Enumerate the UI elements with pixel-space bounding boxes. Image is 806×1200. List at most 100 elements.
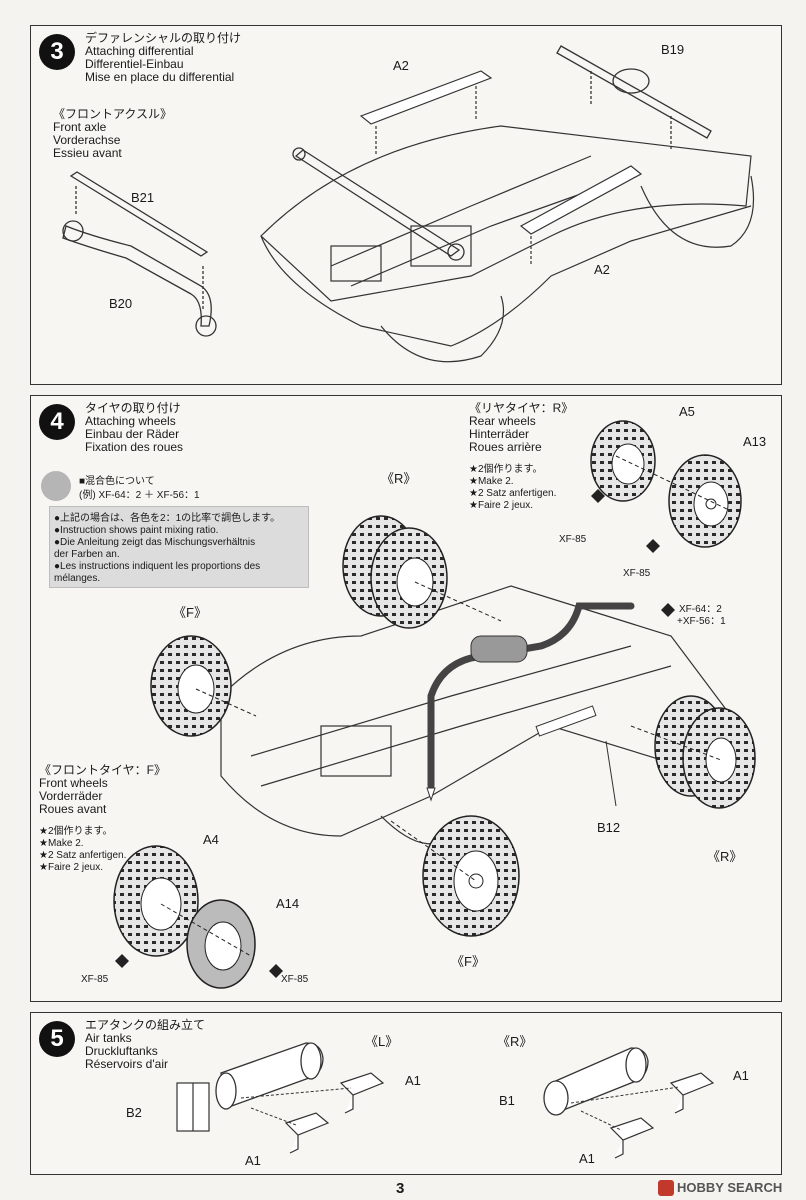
label-r-top: 《R》 [381, 471, 417, 486]
chassis-drawing [220, 585, 732, 845]
subtitle-jp: 《フロントアクスル》 [53, 107, 173, 121]
label-b20: B20 [109, 296, 133, 311]
left-air-tank [215, 1042, 324, 1110]
rear-wheel-a13 [668, 454, 742, 548]
label-a1-left-2: A1 [245, 1153, 261, 1168]
label-a13: A13 [743, 434, 767, 449]
label-xf56: +XF-56：1 [677, 616, 726, 627]
label-b2: B2 [126, 1105, 142, 1120]
note-line-1: ●上記の場合は、各色を2：1の比率で調色します。 [54, 513, 281, 524]
front-wheels-title: 《フロントタイヤ：F》 Front wheels Vorderräder Rou… [39, 764, 166, 816]
front-en: Front wheels [39, 776, 108, 790]
label-b19: B19 [661, 42, 685, 57]
note-example: (例) XF-64：2 ＋ XF-56：1 [79, 490, 200, 501]
label-xf85-front-2: XF-85 [281, 974, 309, 985]
rear-wheel-r-right [630, 695, 756, 809]
note-line-5: ●Les instructions indiquent les proporti… [54, 561, 261, 572]
step-number-5: 5 [39, 1021, 75, 1057]
a1-right-lower [609, 1117, 655, 1159]
rear-fr: Roues arrière [469, 440, 542, 454]
rear-make-jp: ★2個作ります。 [469, 464, 543, 475]
muffler [470, 635, 528, 663]
rear-make-de: ★2 Satz anfertigen. [469, 488, 557, 499]
assembly-guides [240, 1086, 680, 1131]
note-line-3: ●Die Anleitung zeigt das Mischungsverhäl… [54, 537, 256, 548]
label-a4: A4 [203, 832, 219, 847]
label-b1: B1 [499, 1093, 515, 1108]
front-make-jp: ★2個作ります。 [39, 826, 113, 837]
label-a1-left-1: A1 [405, 1073, 421, 1088]
paint-mark-xf85-rear-2 [646, 539, 660, 553]
subtitle-en: Front axle [53, 120, 107, 134]
step-3-drawing [62, 45, 755, 363]
rear-make-fr: ★Faire 2 jeux. [469, 500, 533, 511]
note-box: ●上記の場合は、各色を2：1の比率で調色します。 ●Instruction sh… [49, 506, 309, 588]
note-line-4: der Farben an. [54, 549, 120, 560]
paint-mark-xf85-front-2 [269, 964, 283, 978]
b19-part [556, 45, 712, 151]
label-a5: A5 [679, 404, 695, 419]
front-make-en: ★Make 2. [39, 838, 84, 849]
watermark-text: HOBBY SEARCH [677, 1180, 783, 1195]
title-en: Attaching differential [85, 44, 194, 58]
step-5-panel: 5 エアタンクの組み立て Air tanks Druckluftanks Rés… [30, 1012, 782, 1175]
front-wheel-f-left [150, 635, 257, 737]
b2-part [176, 1082, 210, 1132]
exhaust-pipe [427, 602, 635, 790]
front-axle-drawing [62, 171, 217, 337]
exhaust-arrow-icon [426, 787, 436, 802]
title-en: Air tanks [85, 1031, 132, 1045]
front-head-jp: 《フロントタイヤ：F》 [39, 763, 166, 777]
front-wheel-a14 [186, 899, 256, 989]
front-wheel-f-bottom [390, 815, 520, 937]
label-xf64: XF-64：2 [679, 604, 722, 615]
paint-mark-xf85-rear-1 [591, 489, 605, 503]
label-b21: B21 [131, 190, 155, 205]
label-f-bottom: 《F》 [451, 954, 485, 969]
note-line-6: mélanges. [54, 573, 101, 584]
note-head: ■混合色について [79, 476, 155, 487]
label-xf85-rear-2: XF-85 [623, 568, 651, 579]
a2-bottom-part [519, 165, 643, 266]
a2-top-part [359, 70, 493, 156]
label-f-left: 《F》 [173, 605, 207, 620]
subtitle-fr: Essieu avant [53, 146, 122, 160]
label-xf85-front-1: XF-85 [81, 974, 109, 985]
label-a2-bottom: A2 [594, 262, 610, 277]
chassis-drawing [260, 125, 755, 363]
page-number: 3 [396, 1180, 405, 1197]
rear-en: Rear wheels [469, 414, 536, 428]
hobby-search-logo-icon [658, 1179, 674, 1196]
rear-make-en: ★Make 2. [469, 476, 514, 487]
step-3-panel: 3 デファレンシャルの取り付け Attaching differential D… [30, 25, 782, 385]
paint-mark-xf85-front-1 [115, 954, 129, 968]
front-wheel-a4 [113, 845, 199, 957]
b12-leader [605, 740, 617, 807]
front-make-de: ★2 Satz anfertigen. [39, 850, 127, 861]
rear-de: Hinterräder [469, 427, 530, 441]
step-number-4: 4 [39, 404, 75, 440]
a1-left-lower [284, 1112, 330, 1154]
rear-head-jp: 《リヤタイヤ：R》 [469, 401, 574, 415]
front-make-fr: ★Faire 2 jeux. [39, 862, 103, 873]
step-number-3: 3 [39, 34, 75, 70]
mounted-axle-drawing [292, 147, 465, 261]
a1-right-upper [669, 1072, 715, 1114]
watermark: HOBBY SEARCH [658, 1179, 783, 1197]
a1-left-upper [339, 1072, 385, 1114]
title-en: Attaching wheels [85, 414, 176, 428]
title-de: Druckluftanks [85, 1044, 158, 1058]
b12-part [535, 705, 597, 737]
step-4-drawing [113, 420, 756, 989]
note-line-2: ●Instruction shows paint mixing ratio. [54, 525, 219, 536]
tag-right-tank: 《R》 [497, 1034, 533, 1049]
label-a1-right-1: A1 [733, 1068, 749, 1083]
step-4-title: タイヤの取り付け Attaching wheels Einbau der Räd… [85, 402, 183, 454]
step-3-title: デファレンシャルの取り付け Attaching differential Dif… [85, 32, 241, 84]
subtitle-de: Vorderachse [53, 133, 121, 147]
rear-make-note: ★2個作ります。 ★Make 2. ★2 Satz anfertigen. ★F… [469, 464, 556, 512]
label-xf85-rear-1: XF-85 [559, 534, 587, 545]
title-fr: Réservoirs d'air [85, 1057, 168, 1071]
note-badge [41, 471, 71, 501]
label-a1-right-2: A1 [579, 1151, 595, 1166]
